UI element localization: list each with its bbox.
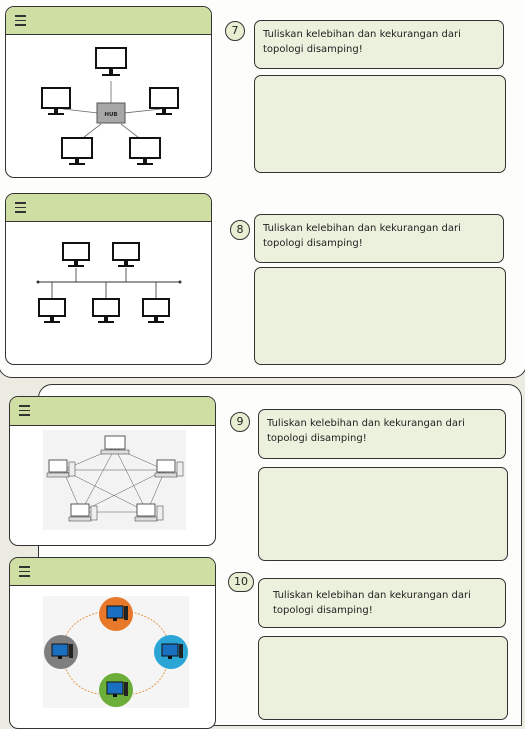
mesh-topology-diagram xyxy=(43,430,186,530)
question-number-8: 8 xyxy=(230,220,250,240)
monitor-icon xyxy=(92,298,120,323)
computer-icon xyxy=(46,459,76,478)
monitor-icon xyxy=(61,137,93,165)
card-header xyxy=(10,558,215,586)
card-header xyxy=(10,397,215,426)
question-prompt-9: Tuliskan kelebihan dan kekurangan dari t… xyxy=(258,409,506,459)
bus-topology-diagram xyxy=(36,242,182,323)
computer-icon xyxy=(106,605,128,621)
topology-card-star: HUB xyxy=(5,6,212,178)
question-number-7: 7 xyxy=(225,21,245,41)
menu-icon[interactable] xyxy=(19,566,30,577)
monitor-icon xyxy=(41,87,71,115)
monitor-icon xyxy=(142,298,170,323)
question-prompt-10: Tuliskan kelebihan dan kekurangan dari t… xyxy=(258,578,506,628)
answer-box-8[interactable] xyxy=(254,267,506,365)
monitor-icon xyxy=(112,242,140,267)
computer-icon xyxy=(134,503,164,522)
computer-icon xyxy=(68,503,98,522)
answer-box-10[interactable] xyxy=(258,636,508,720)
card-header xyxy=(6,7,211,35)
monitor-icon xyxy=(38,298,66,323)
mesh-links xyxy=(62,447,166,513)
monitor-icon xyxy=(95,47,127,76)
card-header xyxy=(6,194,211,222)
topology-card-ring xyxy=(9,557,216,729)
answer-box-9[interactable] xyxy=(258,467,508,561)
question-number-9: 9 xyxy=(230,412,250,432)
ring-topology-diagram xyxy=(43,596,189,708)
star-topology-diagram: HUB xyxy=(41,47,179,165)
computer-icon xyxy=(106,681,128,697)
computer-icon xyxy=(51,643,73,659)
computer-icon xyxy=(100,435,130,455)
menu-icon[interactable] xyxy=(15,202,26,213)
topology-card-mesh xyxy=(9,396,216,546)
question-prompt-8: Tuliskan kelebihan dan kekurangan dari t… xyxy=(254,214,504,263)
hub-box xyxy=(96,102,126,124)
menu-icon[interactable] xyxy=(15,15,26,26)
monitor-icon xyxy=(62,242,90,267)
monitor-icon xyxy=(129,137,161,165)
question-number-10: 10 xyxy=(228,572,254,592)
question-prompt-7: Tuliskan kelebihan dan kekurangan dari t… xyxy=(254,20,504,69)
ring-links xyxy=(64,611,168,695)
topology-card-bus xyxy=(5,193,212,365)
hub-label: HUB xyxy=(104,112,117,118)
monitor-icon xyxy=(149,87,179,115)
menu-icon[interactable] xyxy=(19,405,30,416)
answer-box-7[interactable] xyxy=(254,75,506,173)
computer-icon xyxy=(154,459,184,478)
computer-icon xyxy=(161,643,183,659)
